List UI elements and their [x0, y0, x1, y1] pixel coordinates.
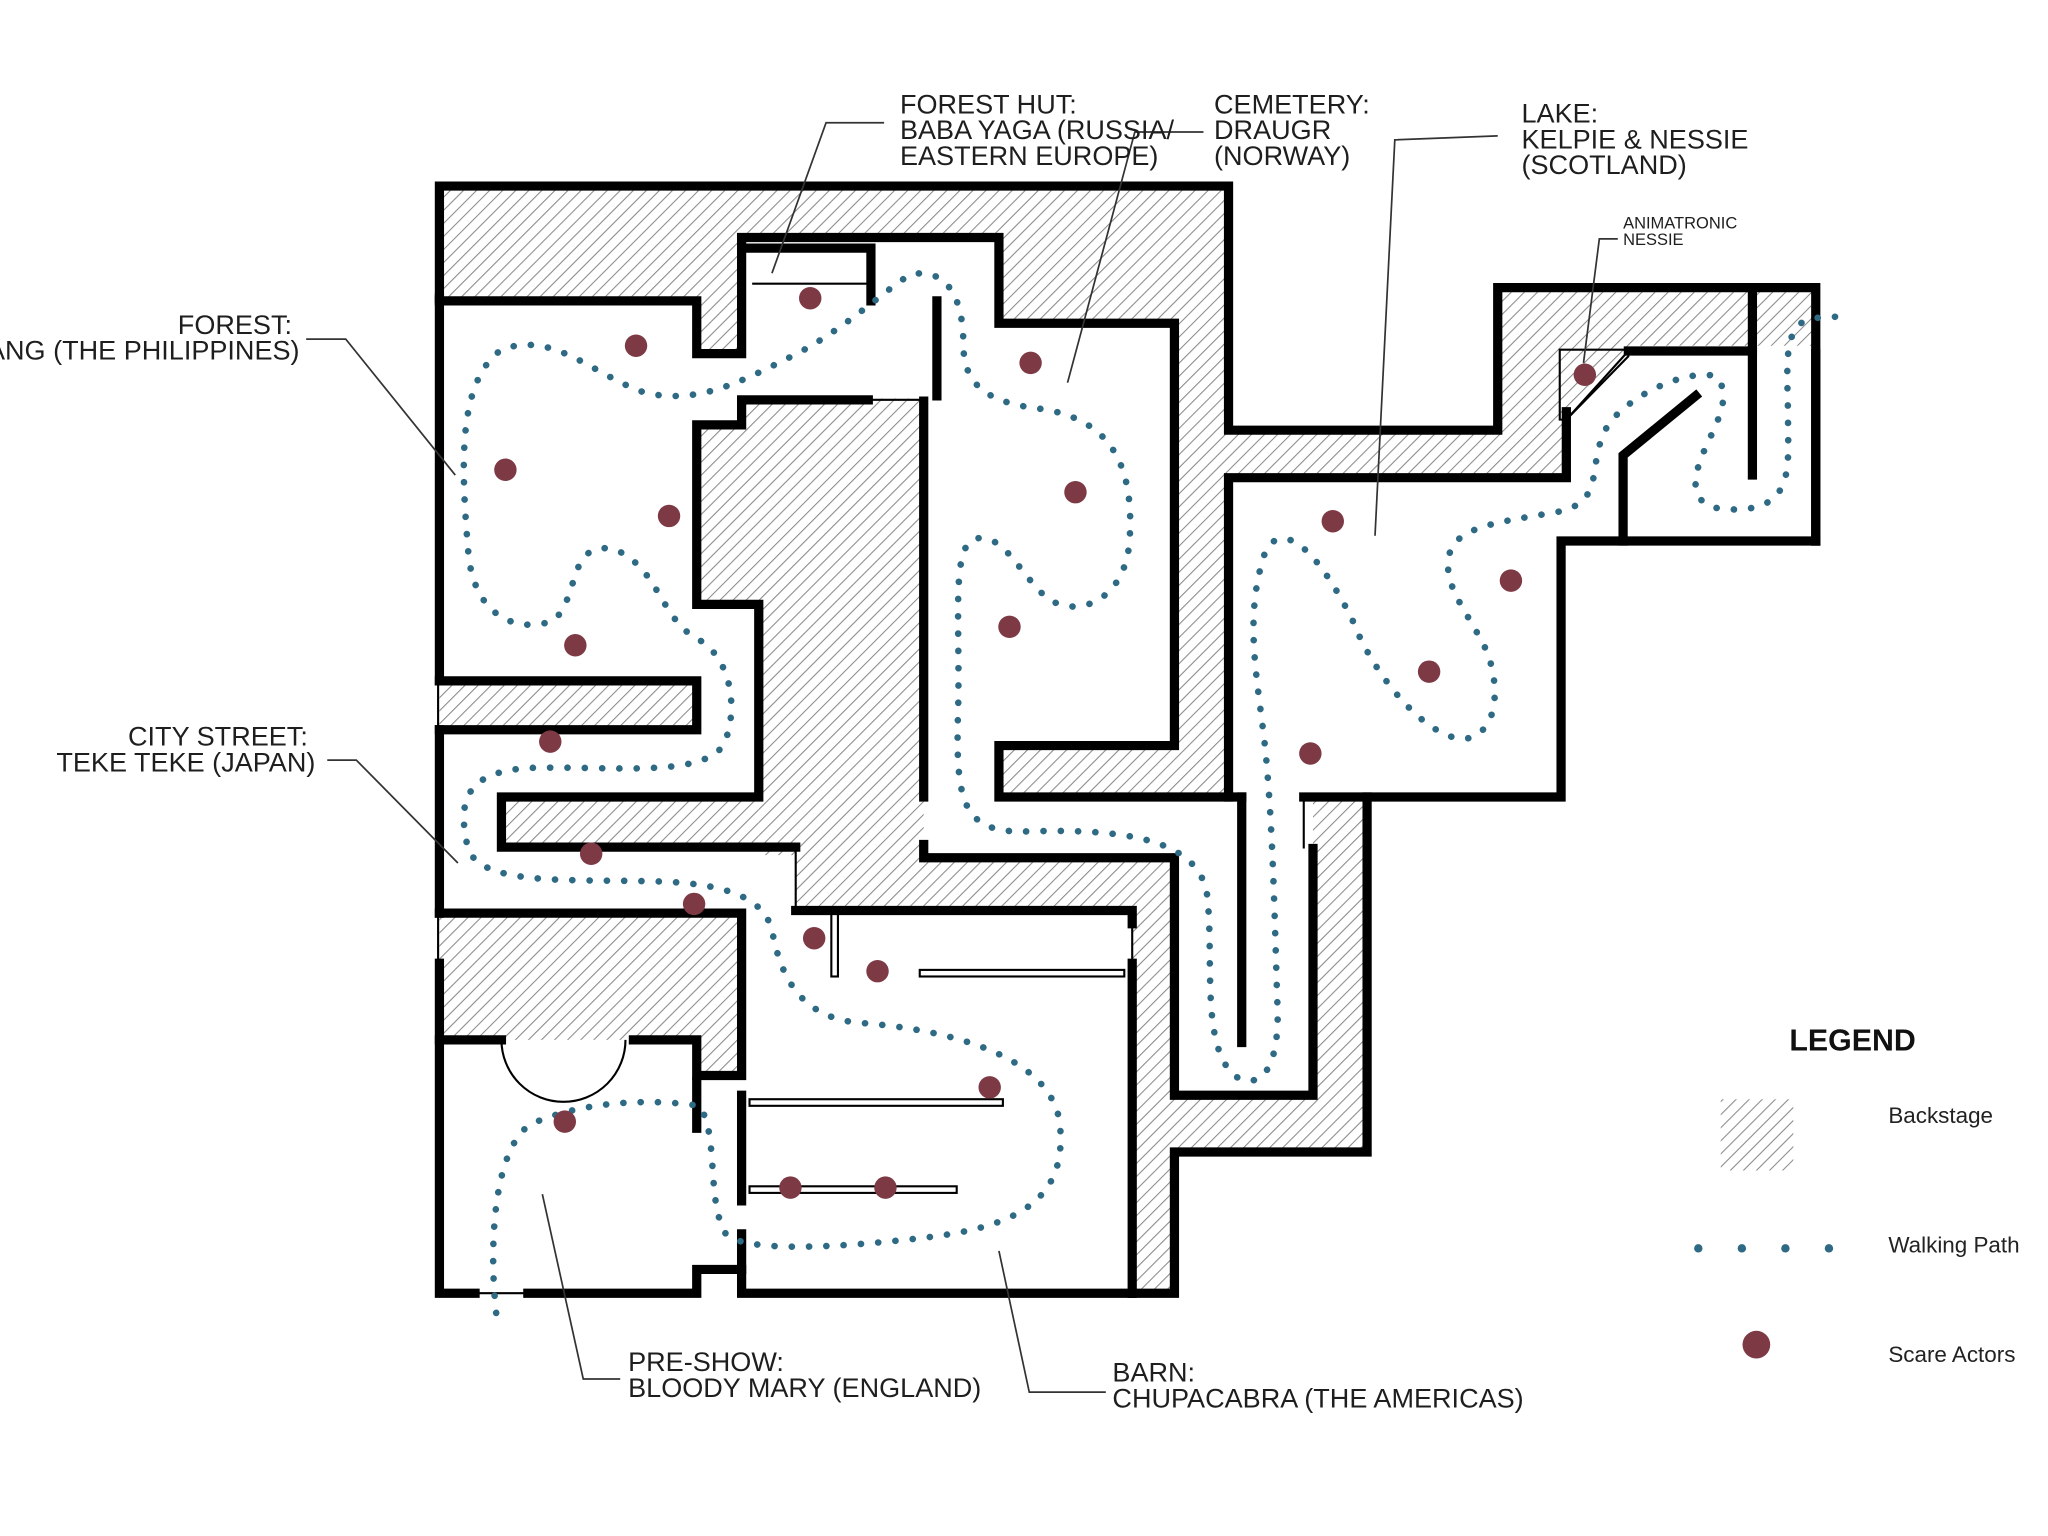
- scare-actor: [1299, 742, 1322, 765]
- scare-actor: [1064, 480, 1087, 504]
- scare-actor: [998, 615, 1021, 639]
- leader-lines: [306, 121, 1618, 1394]
- label-pre-show: PRE-SHOW: BLOODY MARY (ENGLAND): [628, 1347, 981, 1403]
- label-city-street: CITY STREET: TEKE TEKE (JAPAN): [56, 722, 315, 778]
- scare-actor: [624, 334, 648, 357]
- scare-actor: [579, 842, 603, 865]
- legend-scare-actors-label: Scare Actors: [1888, 1342, 2015, 1367]
- walls: [434, 181, 1821, 1298]
- walking-path: [460, 270, 1849, 1317]
- scare-actor: [1499, 569, 1523, 592]
- scare-actor: [494, 458, 517, 481]
- scare-actors: [494, 287, 1597, 1199]
- scare-actor: [553, 1110, 576, 1133]
- legend-backstage-swatch: [1720, 1099, 1794, 1171]
- scare-actor: [874, 1176, 897, 1199]
- label-lake: LAKE: KELPIE & NESSIE (SCOTLAND): [1521, 99, 1756, 180]
- label-cemetery: CEMETERY: DRAUGR (NORWAY): [1214, 89, 1377, 170]
- legend-walking-path-label: Walking Path: [1888, 1232, 2019, 1257]
- interior-details: [437, 282, 1817, 1295]
- scare-actor: [1321, 510, 1344, 533]
- legend-title: LEGEND: [1789, 1024, 1915, 1057]
- label-animatronic-nessie: ANIMATRONIC NESSIE: [1623, 214, 1742, 248]
- scare-actor: [866, 960, 889, 983]
- scare-actor: [657, 504, 681, 528]
- scare-actor: [1019, 351, 1042, 375]
- scare-actor: [682, 892, 706, 916]
- scare-actor: [802, 927, 826, 950]
- legend-walking-path-dots: [1694, 1244, 1834, 1253]
- scare-actor: [1417, 660, 1441, 683]
- label-barn: BARN: CHUPACABRA (THE AMERICAS): [1112, 1358, 1523, 1414]
- backstage-areas: [439, 186, 1816, 1294]
- zone-labels: FOREST HUT: BABA YAGA (RUSSIA/ EASTERN E…: [0, 89, 1756, 1414]
- legend-scare-actor-dot: [1742, 1330, 1771, 1359]
- scare-actor: [978, 1076, 1001, 1099]
- scare-actor: [799, 287, 822, 310]
- scare-actor: [779, 1176, 802, 1199]
- scare-actor: [539, 730, 562, 753]
- legend-backstage-label: Backstage: [1888, 1103, 1993, 1128]
- scare-actor: [564, 634, 587, 657]
- legend: LEGEND Backstage Walking Path Scare Acto…: [1694, 1024, 2020, 1367]
- label-forest: FOREST: ASWANG (THE PHILIPPINES): [0, 310, 300, 366]
- label-forest-hut: FOREST HUT: BABA YAGA (RUSSIA/ EASTERN E…: [900, 89, 1182, 170]
- scare-actor-animatronic: [1573, 363, 1597, 386]
